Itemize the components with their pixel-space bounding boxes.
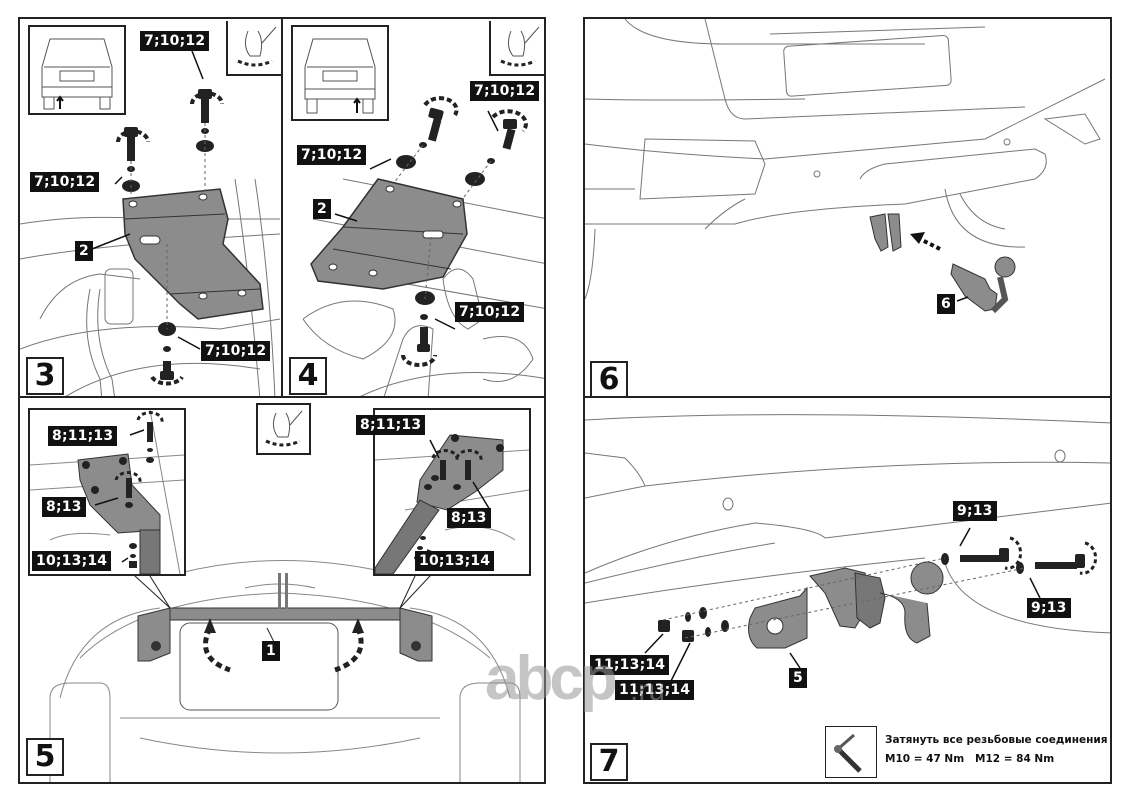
hand-tighten-inset (489, 21, 544, 76)
torque-m12: M12 = 84 Nm (975, 753, 1055, 765)
part-label: 6 (937, 294, 955, 314)
left-bracket-detail (30, 410, 184, 574)
hitch-ball-part-6 (950, 263, 998, 312)
torque-wrench-icon (834, 733, 862, 773)
part-label: 7;10;12 (470, 81, 540, 101)
part-label: 7;10;12 (201, 341, 271, 361)
part-label: 7;10;12 (297, 145, 367, 165)
car-rear-icon (41, 38, 113, 110)
torque-instruction: Затянуть все резьбовые соединения (885, 734, 1108, 746)
rear-view-car-inset (28, 25, 126, 115)
step-number: 3 (26, 357, 64, 395)
step-6-panel: 6 6 (583, 17, 1112, 398)
part-label: 2 (313, 199, 331, 219)
part-label: 8;11;13 (356, 415, 426, 435)
part-label: 5 (789, 668, 807, 688)
part-label: 8;13 (42, 497, 86, 517)
part-label: 11;13;14 (590, 655, 670, 675)
watermark-suffix: .ru (630, 674, 666, 707)
part-label: 10;13;14 (415, 551, 495, 571)
hand-tighten-inset (226, 21, 281, 76)
step-4-illustration (302, 96, 544, 396)
part-label: 2 (75, 241, 93, 261)
part-label: 1 (262, 641, 280, 661)
bracket-part-2 (122, 188, 264, 320)
part-label: 11;13;14 (615, 680, 695, 700)
step-7-panel: 9;13 9;13 11;13;14 11;13;14 5 Затянуть в… (583, 396, 1112, 784)
step-number: 4 (289, 357, 327, 395)
step-3-panel: 7;10;12 7;10;12 2 7;10;12 3 (18, 17, 283, 398)
step-5-panel: 8;11;13 8;13 10;13;14 8;11;13 8;13 10;13… (18, 396, 546, 784)
step-4-panel: 7;10;12 7;10;12 2 7;10;12 4 (281, 17, 546, 398)
crossbar-part-1 (169, 607, 401, 621)
rear-view-car-inset (291, 25, 389, 121)
torque-icon-box (825, 726, 877, 778)
step-number: 5 (26, 738, 64, 776)
part-label: 9;13 (953, 501, 997, 521)
hand-tighten-inset (256, 403, 311, 455)
part-label: 9;13 (1027, 598, 1071, 618)
right-detail-inset (373, 408, 531, 576)
torque-m10: M10 = 47 Nm (885, 753, 965, 765)
mount-bracket (869, 213, 889, 252)
part-label: 8;11;13 (48, 426, 118, 446)
part-label: 7;10;12 (140, 31, 210, 51)
muffler (179, 622, 339, 711)
part-label: 8;13 (447, 508, 491, 528)
step-7-illustration (585, 414, 1110, 684)
hand-tighten-icon (265, 410, 303, 447)
step-6-illustration (585, 19, 1106, 314)
watermark: abcp (485, 644, 618, 713)
step-number: 7 (590, 743, 628, 781)
step-number: 6 (590, 361, 628, 396)
hand-tighten-icon (237, 26, 277, 67)
car-rear-icon (304, 38, 376, 114)
bracket-part-2 (310, 178, 468, 290)
hand-tighten-icon (500, 26, 540, 67)
part-label: 7;10;12 (30, 172, 100, 192)
part-label: 10;13;14 (32, 551, 112, 571)
step-3-illustration (20, 50, 281, 396)
part-label: 7;10;12 (455, 302, 525, 322)
